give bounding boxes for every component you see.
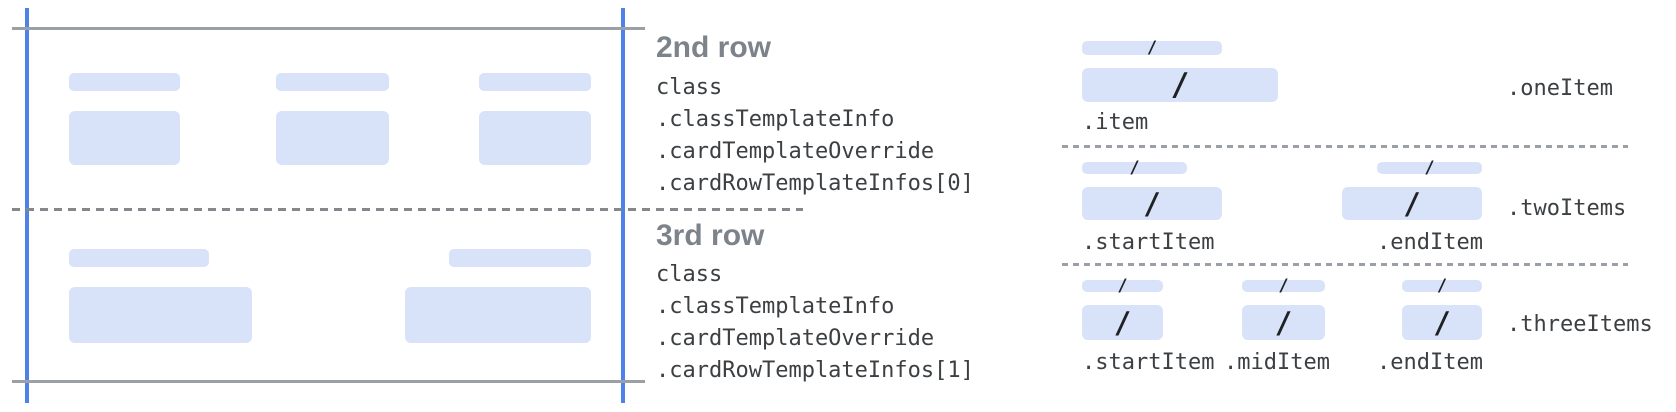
code-line: .classTemplateInfo (656, 294, 895, 319)
code-line: class (656, 75, 723, 100)
three-items-mid-label-bar: / (1242, 278, 1325, 295)
row2-col2-label-bar (276, 73, 389, 91)
row-divider-dashed-line (12, 208, 803, 211)
row2-col3-value-bar (479, 111, 591, 165)
three-items-start-label-bar: / (1082, 278, 1163, 295)
three-items-start-value-bar: / (1082, 305, 1163, 340)
code-line: .cardTemplateOverride (656, 326, 935, 351)
two-items-end-field-label: .endItem (1377, 230, 1483, 255)
three-items-template-label: .threeItems (1507, 312, 1653, 337)
three-items-end-value-bar: / (1402, 305, 1482, 340)
second-row-class-path: class .classTemplateInfo .cardTemplateOv… (656, 72, 974, 200)
code-line: class (656, 262, 723, 287)
one-item-label-bar: / (1082, 40, 1222, 57)
row2-col1-label-bar (69, 73, 180, 91)
code-line: .cardRowTemplateInfos[1] (656, 358, 974, 383)
card-bottom-edge-guide (12, 380, 645, 383)
card-left-edge-guide (25, 8, 29, 403)
two-items-start-field-label: .startItem (1082, 230, 1215, 255)
code-line: .cardRowTemplateInfos[0] (656, 171, 974, 196)
one-item-template-label: .oneItem (1507, 76, 1613, 101)
card-right-edge-guide (621, 8, 625, 403)
two-items-end-value-bar: / (1342, 187, 1482, 220)
two-items-start-value-bar: / (1082, 187, 1222, 220)
row2-col2-value-bar (276, 111, 389, 165)
row3-col1-value-bar (69, 287, 252, 343)
row2-col3-label-bar (479, 73, 591, 91)
three-items-mid-value-bar: / (1242, 305, 1325, 340)
two-items-end-label-bar: / (1377, 160, 1482, 177)
one-item-value-bar: / (1082, 68, 1278, 102)
template-separator-dashed-line (1062, 263, 1628, 266)
code-line: .cardTemplateOverride (656, 139, 935, 164)
one-item-field-label: .item (1082, 110, 1149, 135)
row2-col1-value-bar (69, 111, 180, 165)
three-items-end-label-bar: / (1402, 278, 1482, 295)
row3-col2-label-bar (449, 249, 591, 267)
two-items-start-label-bar: / (1082, 160, 1187, 177)
three-items-mid-field-label: .midItem (1224, 350, 1330, 375)
three-items-end-field-label: .endItem (1377, 350, 1483, 375)
three-items-start-field-label: .startItem (1082, 350, 1215, 375)
template-separator-dashed-line (1062, 145, 1628, 148)
code-line: .classTemplateInfo (656, 107, 895, 132)
third-row-heading: 3rd row (656, 219, 765, 252)
two-items-template-label: .twoItems (1507, 196, 1627, 221)
second-row-heading: 2nd row (656, 31, 772, 64)
third-row-class-path: class .classTemplateInfo .cardTemplateOv… (656, 259, 974, 387)
row3-col2-value-bar (405, 287, 591, 343)
row3-col1-label-bar (69, 249, 209, 267)
card-top-edge-guide (12, 27, 645, 30)
